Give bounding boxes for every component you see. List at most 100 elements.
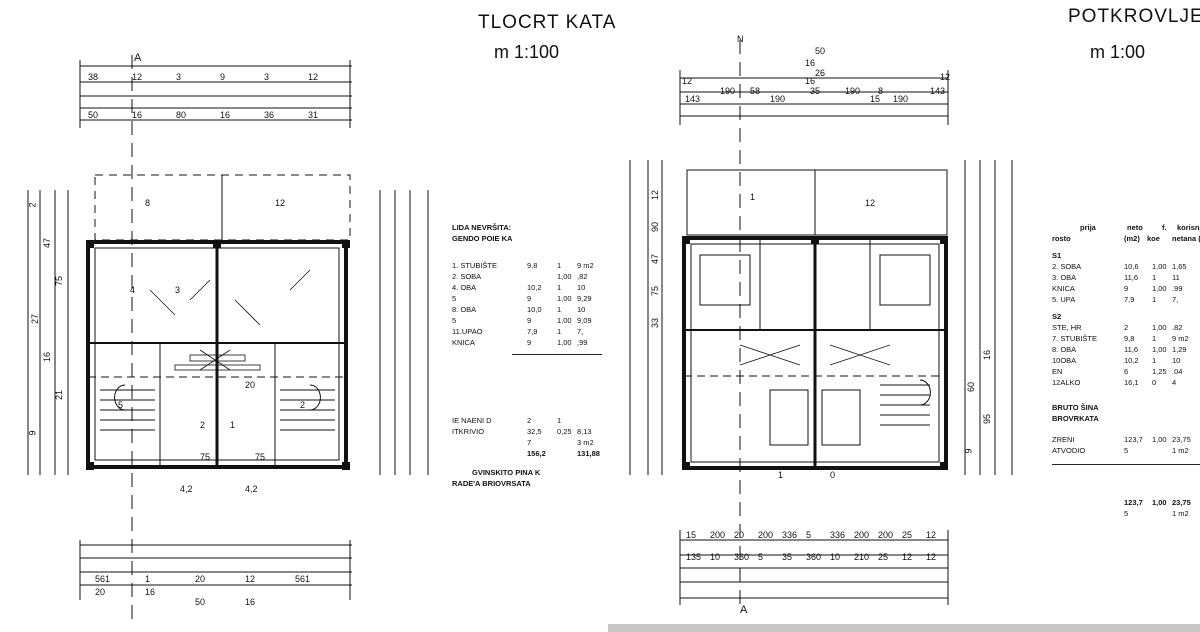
table-cell: 1	[557, 416, 562, 425]
right-bottom-dimension: 336	[830, 530, 846, 540]
table-cell: 9,09	[577, 316, 592, 325]
right-top-dimension: 15	[870, 94, 881, 104]
right-bottom-dimension: 200	[878, 530, 894, 540]
left-bottom-dimension: 561	[295, 574, 311, 584]
table-cell: 9 m2	[577, 261, 594, 270]
right-top-dimension: 58	[750, 86, 761, 96]
right-side-dimension: 16	[982, 349, 993, 361]
room-number: 2	[300, 400, 306, 410]
table-cell: 7,	[1172, 295, 1179, 304]
table-cell: 3. OBA	[1052, 273, 1077, 282]
right-bottom-dimension: 200	[710, 530, 726, 540]
table-cell: 11,6	[1124, 345, 1139, 354]
table-cell: 1,00	[557, 272, 572, 281]
right-top-dimension: 50	[815, 46, 826, 56]
right-bottom-dimension: 360	[734, 552, 750, 562]
room-number: 1	[750, 192, 756, 202]
left-door-swings	[149, 269, 311, 371]
table-cell: 1. STUBIŠTE	[452, 261, 498, 270]
table-cell: .99	[1172, 284, 1183, 293]
left-bottom-dimension-lines	[79, 540, 352, 600]
left-side-dimension: 9	[27, 430, 38, 436]
window-dimension: 20	[245, 380, 256, 390]
right-top-dimension: 12	[940, 72, 951, 82]
right-bottom-dimension: 336	[782, 530, 798, 540]
left-top-dimension: 31	[308, 110, 319, 120]
table-cell: 2	[1124, 323, 1129, 332]
right-top-dimension: 35	[810, 86, 821, 96]
right-bottom-dimension: 25	[878, 552, 889, 562]
table-cell: ,82	[577, 272, 588, 281]
table-cell: 12ALKO	[1052, 378, 1081, 387]
table-cell: 1,00	[1152, 284, 1167, 293]
table-cell: 23,75	[1172, 498, 1191, 507]
table-cell: 1,65	[1172, 262, 1187, 271]
table-cell: rosto	[1052, 234, 1071, 243]
left-top-dimension: 9	[220, 72, 226, 82]
right-top-dimension: 26	[815, 68, 826, 78]
table-cell: 1	[1152, 334, 1157, 343]
table-cell: 156,2	[527, 449, 546, 458]
left-bottom-dimension: 16	[245, 597, 256, 607]
table-cell: 2. SOBA	[1052, 262, 1082, 271]
right-bottom-dimension: 200	[758, 530, 774, 540]
table-cell: 1,25	[1152, 367, 1167, 376]
left-top-dimension: 16	[132, 110, 143, 120]
left-sheet-title: TLOCRT KATA	[478, 12, 617, 33]
right-balcony	[686, 169, 948, 236]
table-row: 123,7 1,00 23,75	[1052, 497, 1200, 508]
north-label: N	[737, 34, 744, 44]
table-cell: 10	[577, 305, 586, 314]
table-cell: 5	[452, 316, 457, 325]
table-heading: LIDA NEVRŠITA:	[452, 223, 512, 232]
window-dimension: 75	[255, 452, 266, 462]
horizontal-scrollbar[interactable]	[608, 624, 1200, 632]
table-cell: 123,7	[1124, 498, 1143, 507]
table-cell: 9,29	[577, 294, 592, 303]
right-top-dimension: 143	[930, 86, 946, 96]
left-bottom-dimension: 50	[195, 597, 206, 607]
left-side-dimension: 75	[54, 275, 65, 287]
window-dimension: 75	[200, 452, 211, 462]
table-cell: 10,0	[527, 305, 542, 314]
left-top-dimension: 12	[132, 72, 143, 82]
table-cell: 1	[557, 283, 562, 292]
table-cell: 23,75	[1172, 435, 1191, 444]
table-cell: 10,2	[1124, 356, 1139, 365]
table-cell: 9,8	[1124, 334, 1135, 343]
left-axis-label: A	[134, 52, 142, 64]
table-cell: 8. OBA	[1052, 345, 1077, 354]
table-cell: 11.UPAO	[452, 327, 483, 336]
table-cell: 7. STUBIŠTE	[1052, 334, 1098, 343]
right-side-dimension: 33	[650, 317, 661, 329]
room-number: 5	[118, 400, 124, 410]
left-bottom-dimension: 20	[195, 574, 206, 584]
left-sheet-scale: m 1:100	[494, 42, 560, 62]
right-bottom-dimension: 12	[902, 552, 913, 562]
left-side-dimension: 47	[42, 237, 53, 249]
table-cell: 1,00	[1152, 345, 1167, 354]
right-top-dimension: 190	[770, 94, 786, 104]
right-bottom-dimension: 15	[686, 530, 697, 540]
right-side-dimension: 47	[650, 253, 661, 265]
right-top-dimension: 8	[878, 86, 884, 96]
table-cell: 131,88	[577, 449, 600, 458]
table-cell: 1 m2	[1172, 446, 1189, 455]
table-cell: 1,29	[1172, 345, 1187, 354]
table-cell: 1,00	[1152, 498, 1167, 507]
left-top-dimension: 38	[88, 72, 99, 82]
table-cell: ITKRIVIO	[452, 427, 485, 436]
table-group-label: S1	[1052, 251, 1062, 260]
left-side-dimension: 27	[30, 313, 41, 325]
table-cell: 9	[527, 294, 532, 303]
right-sheet-scale: m 1:00	[1090, 42, 1146, 62]
